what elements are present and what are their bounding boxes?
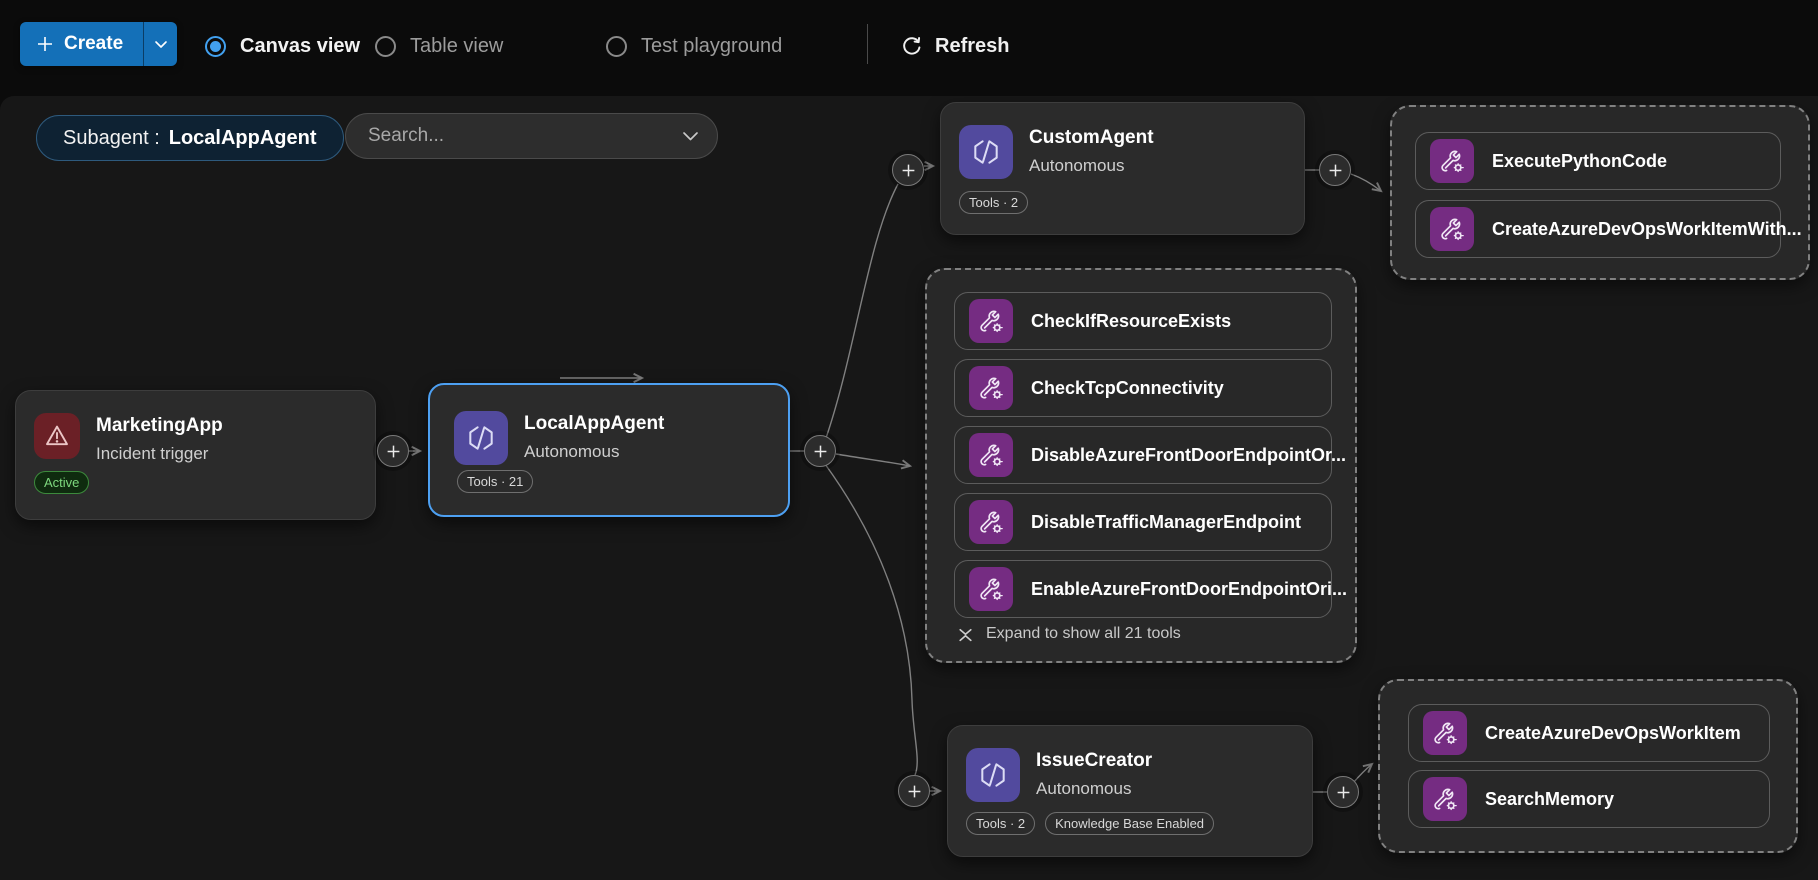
node-title: IssueCreator (1036, 750, 1153, 771)
add-node-button-before-localappagent[interactable] (377, 435, 409, 467)
tool-checktcpconnectivity[interactable]: CheckTcpConnectivity (954, 359, 1332, 417)
tool-executepythoncode[interactable]: ExecutePythonCode (1415, 132, 1781, 190)
add-node-button-before-issuecreator[interactable] (898, 775, 930, 807)
node-issuecreator[interactable]: IssueCreator Autonomous Tools · 2 Knowle… (947, 725, 1313, 857)
subagent-pill-value: LocalAppAgent (168, 126, 317, 149)
view-option-label: Test playground (641, 34, 783, 57)
plus-icon (387, 445, 399, 457)
node-subtitle: Autonomous (1036, 779, 1132, 798)
tool-label: CheckIfResourceExists (1031, 310, 1232, 331)
view-option-table[interactable]: Table view (375, 26, 503, 66)
node-title: LocalAppAgent (524, 413, 665, 434)
add-node-button-before-customagent[interactable] (892, 154, 924, 186)
node-subtitle: Incident trigger (96, 444, 209, 463)
tool-label: ExecutePythonCode (1492, 150, 1668, 171)
wrench-gear-icon (969, 366, 1013, 410)
radio-selected-icon (205, 35, 226, 57)
wrench-gear-icon (969, 433, 1013, 477)
tool-label: DisableAzureFrontDoorEndpointOr... (1031, 444, 1347, 465)
node-marketingapp[interactable]: MarketingApp Incident trigger Active (15, 390, 376, 520)
wrench-gear-icon (1423, 777, 1467, 821)
chevron-down-icon (154, 40, 167, 48)
tool-label: EnableAzureFrontDoorEndpointOri... (1031, 578, 1347, 599)
wrench-gear-icon (969, 500, 1013, 544)
node-subtitle: Autonomous (1029, 156, 1125, 175)
node-localappagent[interactable]: LocalAppAgent Autonomous Tools · 21 (428, 383, 790, 517)
agent-icon (966, 748, 1020, 802)
node-subtitle: Autonomous (524, 442, 620, 461)
wrench-gear-icon (969, 567, 1013, 611)
refresh-label: Refresh (935, 34, 1010, 57)
tools-count-badge: Tools · 21 (457, 470, 534, 493)
tool-label: CheckTcpConnectivity (1031, 377, 1224, 398)
add-node-button-after-issuecreator[interactable] (1327, 776, 1359, 808)
node-customagent[interactable]: CustomAgent Autonomous Tools · 2 (940, 102, 1305, 235)
search-input[interactable] (368, 125, 682, 147)
incident-trigger-icon (34, 413, 80, 459)
tool-enableazurefrontdoorendpoint[interactable]: EnableAzureFrontDoorEndpointOri... (954, 560, 1347, 618)
view-option-label: Table view (410, 34, 504, 57)
edge-branch-down (824, 463, 918, 776)
tool-label: SearchMemory (1485, 788, 1615, 809)
toolbar: Create Canvas view Table view Test playg… (0, 0, 1818, 96)
knowledge-base-badge: Knowledge Base Enabled (1045, 812, 1215, 835)
wrench-gear-icon (1423, 711, 1467, 755)
subagent-filter-pill[interactable]: Subagent : LocalAppAgent (36, 115, 344, 161)
view-option-label: Canvas view (240, 34, 361, 57)
agent-icon (454, 411, 508, 465)
tool-createazuredevopsworkitemwith[interactable]: CreateAzureDevOpsWorkItemWith... (1415, 200, 1802, 258)
status-badge: Active (34, 471, 90, 494)
plus-icon (902, 164, 914, 176)
tool-label: CreateAzureDevOpsWorkItem (1485, 722, 1741, 743)
refresh-button[interactable]: Refresh (900, 26, 1009, 66)
radio-unselected-icon (606, 35, 627, 57)
tool-group-localappagent: CheckIfResourceExists CheckTcpConnectivi… (925, 268, 1357, 663)
add-node-button-after-localappagent[interactable] (804, 435, 836, 467)
tools-count-badge: Tools · 2 (966, 812, 1036, 835)
tool-label: DisableTrafficManagerEndpoint (1031, 511, 1302, 532)
edge-branch-up (825, 183, 899, 439)
tool-group-customagent: ExecutePythonCode CreateAzureDevOpsWorkI… (1390, 105, 1810, 280)
tool-checkifresourceexists[interactable]: CheckIfResourceExists (954, 292, 1332, 350)
wrench-gear-icon (1430, 139, 1474, 183)
refresh-icon (903, 36, 921, 55)
tool-label: CreateAzureDevOpsWorkItemWith... (1492, 218, 1802, 239)
view-option-canvas[interactable]: Canvas view (205, 26, 360, 66)
search-combobox[interactable] (345, 113, 718, 159)
create-button-label: Create (64, 33, 124, 54)
edge-plus-to-customtools (1350, 173, 1383, 193)
plus-icon (1337, 786, 1349, 798)
plus-icon (38, 37, 52, 51)
tool-disableazurefrontdoorendpoint[interactable]: DisableAzureFrontDoorEndpointOr... (954, 426, 1346, 484)
node-title: CustomAgent (1029, 127, 1154, 148)
edge-plus-to-issuetools (1352, 762, 1374, 784)
tool-searchmemory[interactable]: SearchMemory (1408, 770, 1770, 828)
wrench-gear-icon (1430, 207, 1474, 251)
chevron-down-icon (683, 131, 698, 140)
radio-unselected-icon (375, 35, 396, 57)
node-title: MarketingApp (96, 415, 223, 436)
tool-createazuredevopsworkitem[interactable]: CreateAzureDevOpsWorkItem (1408, 704, 1770, 762)
create-split-button: Create (20, 22, 178, 66)
plus-icon (814, 445, 826, 457)
plus-icon (1329, 164, 1341, 176)
tool-group-issuecreator: CreateAzureDevOpsWorkItem SearchMemory (1378, 679, 1798, 853)
expand-icon (959, 628, 972, 641)
edge-branch-right (835, 453, 913, 470)
view-option-test-playground[interactable]: Test playground (606, 26, 782, 66)
create-button[interactable]: Create (20, 22, 144, 66)
subagent-pill-prefix: Subagent : (63, 126, 160, 149)
toolbar-divider (867, 24, 868, 64)
agent-icon (959, 125, 1013, 179)
tool-disabletrafficmanagerendpoint[interactable]: DisableTrafficManagerEndpoint (954, 493, 1332, 551)
create-dropdown-button[interactable] (143, 22, 178, 66)
plus-icon (908, 785, 920, 797)
wrench-gear-icon (969, 299, 1013, 343)
add-node-button-after-customagent[interactable] (1319, 154, 1351, 186)
expand-tools-label: Expand to show all 21 tools (986, 625, 1181, 642)
tools-count-badge: Tools · 2 (959, 191, 1029, 214)
expand-tools-button[interactable]: Expand to show all 21 tools (957, 625, 1181, 643)
